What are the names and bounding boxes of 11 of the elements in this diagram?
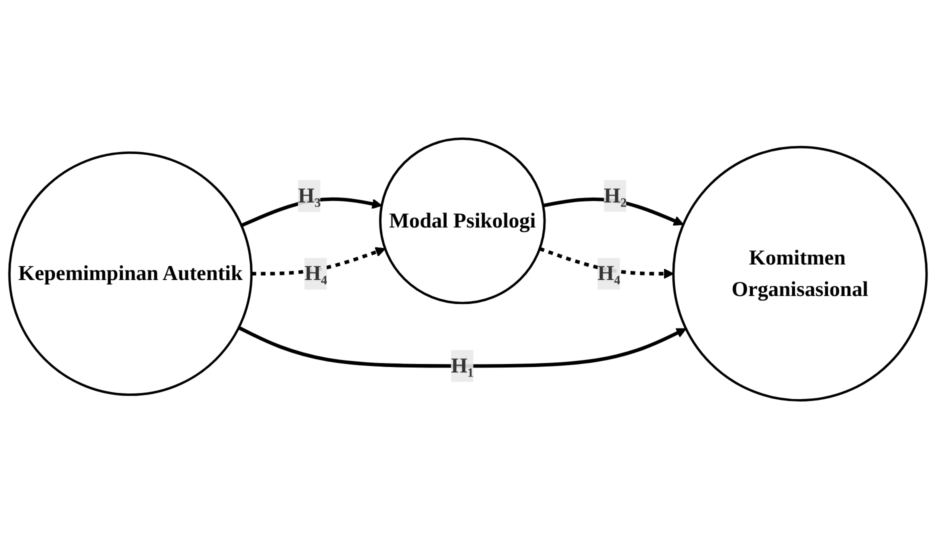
arrow xyxy=(238,326,686,368)
node-circle: Modal Psikologi xyxy=(379,138,546,304)
edge-label: H₃ xyxy=(298,184,321,208)
edge-label: H₄ xyxy=(304,261,328,285)
node-circle: Komitmen Organisasional xyxy=(672,146,928,402)
arrow xyxy=(251,247,386,276)
arrow xyxy=(539,247,674,279)
edge-label: H₂ xyxy=(604,183,627,208)
edge-label: H₄ xyxy=(598,261,620,285)
node-circle: Kepemimpinan Autentik xyxy=(8,152,253,396)
edge-label: H₁ xyxy=(451,354,474,378)
